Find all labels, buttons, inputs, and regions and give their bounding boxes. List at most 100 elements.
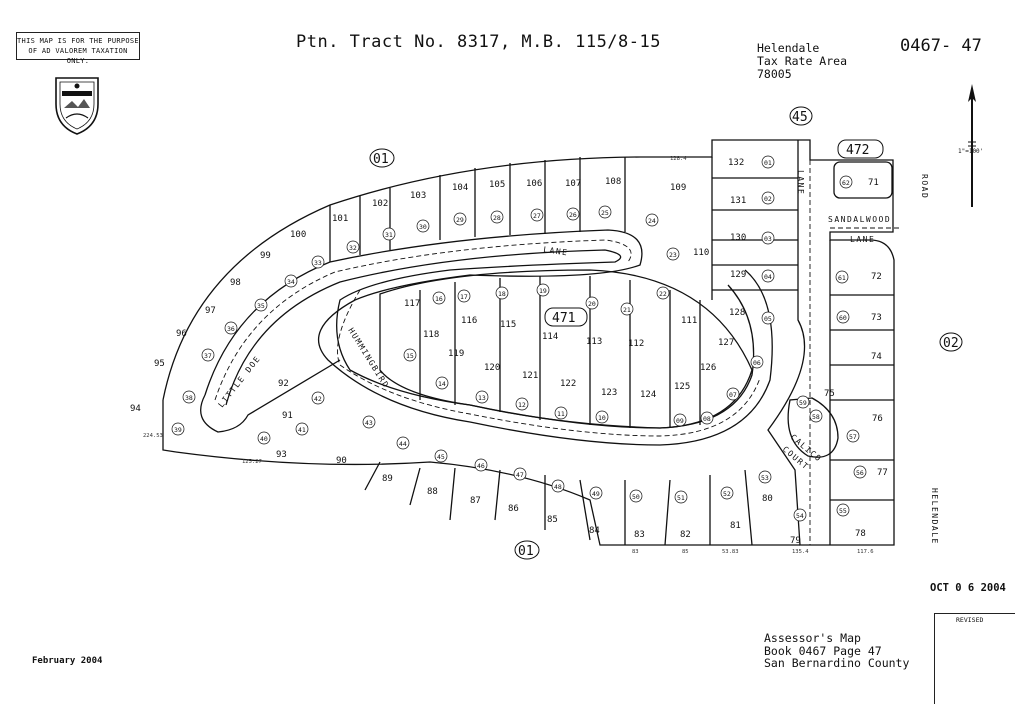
parcel-112: 112 [628,339,644,349]
circle-19: 19 [536,283,550,297]
circle-39: 39 [171,422,185,436]
street-helendale: HELENDALE [930,488,939,545]
circle-54: 54 [793,508,807,522]
parcel-84: 84 [589,526,600,536]
circle-53: 53 [758,470,772,484]
circle-61: 61 [835,270,849,284]
parcel-108: 108 [605,177,621,187]
county-seal-icon [52,74,102,140]
svg-text:01: 01 [518,544,534,559]
page-title: Ptn. Tract No. 8317, M.B. 115/8-15 [296,32,661,52]
circle-50: 50 [629,489,643,503]
circle-02: 02 [761,191,775,205]
disclaimer-line-1: THIS MAP IS FOR THE PURPOSE [17,37,139,45]
svg-text:25: 25 [601,209,609,217]
circle-48: 48 [551,479,565,493]
assessor-book-page: Book 0467 Page 47 [764,643,882,658]
parcel-123: 123 [601,388,617,398]
circle-46: 46 [474,458,488,472]
circle-07: 07 [726,387,740,401]
circle-44: 44 [396,436,410,450]
svg-text:14: 14 [438,380,446,388]
circle-62: 62 [839,175,853,189]
circle-08: 08 [700,411,714,425]
parcel-95: 95 [154,359,165,369]
svg-text:02: 02 [943,336,959,351]
street-hummingbird: HUMMINGBIRD [346,326,390,390]
svg-text:19: 19 [539,287,547,295]
north-arrow-icon [964,82,980,216]
svg-text:54: 54 [796,512,804,520]
circle-59: 59 [796,395,810,409]
revision-stamp: OCT 0 6 2004 [930,582,1006,594]
disclaimer-line-2: OF AD VALOREM TAXATION ONLY. [28,47,128,65]
parcel-128: 128 [729,308,745,318]
parcel-111: 111 [681,316,697,326]
area-name: Helendale [757,41,820,55]
svg-text:36: 36 [227,325,235,333]
svg-text:49: 49 [592,490,600,498]
svg-text:42: 42 [314,395,322,403]
street-lane-east: LANE [796,170,805,195]
block-01-north: 01 [369,148,395,168]
assessor-title: Assessor's Map [764,631,861,645]
svg-text:40: 40 [260,435,268,443]
svg-text:57: 57 [849,433,857,441]
parcel-94: 94 [130,404,141,414]
svg-text:85: 85 [682,549,689,555]
parcel-99: 99 [260,251,271,261]
parcel-80: 80 [762,494,773,504]
svg-text:471: 471 [552,311,575,326]
circle-34: 34 [284,274,298,288]
parcel-79: 79 [790,536,801,546]
parcel-numbers: 94 95 96 97 98 99 100 101 102 103 104 10… [130,158,888,546]
parcel-126: 126 [700,363,716,373]
parcel-83: 83 [634,530,645,540]
svg-text:13: 13 [478,394,486,402]
svg-text:59: 59 [799,399,807,407]
svg-text:48: 48 [554,483,562,491]
svg-text:23: 23 [669,251,677,259]
svg-text:35: 35 [257,302,265,310]
parcel-114: 114 [542,332,558,342]
circle-23: 23 [666,247,680,261]
parcel-77: 77 [877,468,888,478]
circle-36: 36 [224,321,238,335]
parcel-82: 82 [680,530,691,540]
parcel-103: 103 [410,191,426,201]
block-472: 472 [837,139,884,159]
street-lane-north: LANE [543,245,569,257]
parcel-106: 106 [526,179,542,189]
svg-text:43: 43 [365,419,373,427]
svg-text:58: 58 [812,413,820,421]
svg-text:38: 38 [185,394,193,402]
svg-text:01: 01 [764,159,772,167]
parcel-118: 118 [423,330,439,340]
parcel-98: 98 [230,278,241,288]
parcel-105: 105 [489,180,505,190]
svg-text:09: 09 [676,417,684,425]
svg-text:117.6: 117.6 [857,549,874,555]
parcel-89: 89 [382,474,393,484]
parcel-104: 104 [452,183,468,193]
revised-label: REVISED [956,616,984,624]
parcel-87: 87 [470,496,481,506]
svg-text:08: 08 [703,415,711,423]
street-lane-south: LANE [850,235,875,244]
circle-11: 11 [554,406,568,420]
circle-21: 21 [620,302,634,316]
svg-text:16: 16 [435,295,443,303]
circle-15: 15 [403,348,417,362]
svg-text:56: 56 [856,469,864,477]
circle-51: 51 [674,490,688,504]
street-sandalwood: SANDALWOOD [828,215,891,224]
svg-text:53.83: 53.83 [722,549,739,555]
svg-text:50: 50 [632,493,640,501]
parcel-132: 132 [728,158,744,168]
parcel-92: 92 [278,379,289,389]
svg-text:44: 44 [399,440,407,448]
parcel-110: 110 [693,248,709,258]
parcel-93: 93 [276,450,287,460]
svg-text:01: 01 [373,152,389,167]
parcel-71: 71 [868,178,879,188]
